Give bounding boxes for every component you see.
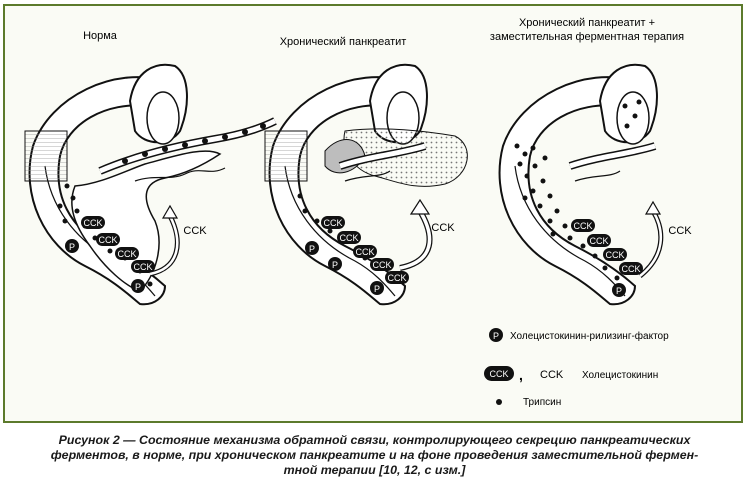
panel-title-pancreatitis: Хронический панкреатит [280, 36, 407, 48]
legend-trypsin-label: Трипсин [523, 397, 561, 408]
p-tokens-therapy: P [612, 283, 626, 297]
svg-text:CCK: CCK [605, 250, 624, 260]
legend: P Холецистокинин-рилизинг-фактор CCK , C… [484, 328, 669, 408]
svg-text:P: P [332, 260, 338, 270]
svg-text:P: P [69, 242, 75, 252]
pancreas-fibrosis [343, 128, 468, 187]
legend-cck-icon [484, 366, 514, 381]
svg-text:CCK: CCK [98, 235, 117, 245]
diagram-normal: Норма CCK [24, 30, 277, 306]
cck-tokens-pancreatitis: CCK CCK CCK CCK CCK [321, 216, 409, 284]
legend-p-icon [489, 328, 503, 342]
cck-arrow-label-pancreatitis: CCK [431, 222, 455, 234]
svg-text:CCK: CCK [589, 236, 608, 246]
svg-text:CCK: CCK [355, 247, 374, 257]
caption-line-3: тной терапии [10, 12, с изм.] [283, 463, 466, 477]
cck-arrow-label-therapy: CCK [668, 225, 692, 237]
duct-granules-normal [122, 123, 266, 164]
feedback-diagram: Норма CCK [24, 17, 692, 408]
svg-text:CCK: CCK [387, 273, 406, 283]
panel-title-normal: Норма [83, 30, 118, 42]
caption-line-1: Рисунок 2 — Состояние механизма обратной… [58, 433, 691, 447]
legend-trypsin-row: Трипсин [496, 397, 561, 408]
svg-text:CCK: CCK [372, 260, 391, 270]
svg-text:CCK: CCK [573, 221, 592, 231]
legend-cck-plain: CCK [540, 369, 564, 381]
enzyme-dots-stomach [622, 99, 642, 129]
cck-arrow-label-normal: CCK [183, 225, 207, 237]
diagram-therapy: Хронический панкреатит + заместительная … [490, 17, 692, 306]
legend-p-label: Холецистокинин-рилизинг-фактор [510, 330, 669, 342]
svg-text:P: P [493, 331, 499, 341]
svg-text:CCK: CCK [339, 233, 358, 243]
pancreas-normal [71, 150, 222, 292]
figure-caption: Рисунок 2 — Состояние механизма обратной… [6, 433, 743, 478]
figure-panel: Норма CCK [3, 4, 743, 423]
cck-tokens-normal: CCK CCK CCK CCK [81, 216, 155, 273]
legend-cck-row: CCK , CCK Холецистокинин [484, 366, 658, 383]
svg-text:P: P [616, 286, 622, 296]
p-tokens-normal: P P [65, 239, 145, 293]
svg-text:CCK: CCK [489, 369, 508, 379]
svg-text:CCK: CCK [621, 264, 640, 274]
legend-p-row: P Холецистокинин-рилизинг-фактор [489, 328, 669, 342]
svg-text:CCK: CCK [83, 218, 102, 228]
duodenum-therapy [498, 76, 637, 306]
panel-title-therapy-line1: Хронический панкреатит + [519, 17, 655, 29]
p-tokens-pancreatitis: P P P [305, 241, 384, 295]
cck-tokens-therapy: CCK CCK CCK CCK [571, 219, 643, 275]
svg-text:CCK: CCK [323, 218, 342, 228]
svg-text:P: P [309, 244, 315, 254]
legend-cck-label: Холецистокинин [582, 370, 658, 381]
svg-text:,: , [519, 367, 523, 383]
legend-trypsin-dot [496, 399, 502, 405]
trypsin-dots-therapy [514, 143, 620, 281]
svg-text:CCK: CCK [117, 249, 136, 259]
svg-text:P: P [135, 282, 141, 292]
panel-title-therapy-line2: заместительная ферментная терапия [490, 31, 684, 43]
svg-text:P: P [374, 284, 380, 294]
svg-text:CCK: CCK [133, 262, 152, 272]
caption-line-2: ферментов, в норме, при хроническом панк… [50, 448, 699, 462]
diagram-pancreatitis: Хронический панкреатит CCK CCK CCK CCK C… [264, 36, 468, 306]
